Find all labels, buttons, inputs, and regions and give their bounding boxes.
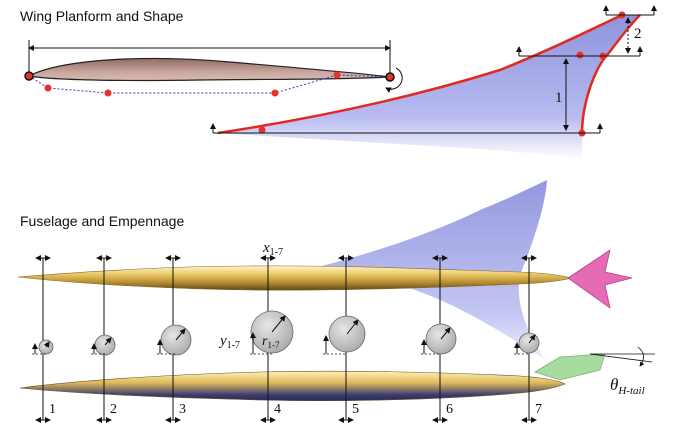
control-point: [24, 71, 34, 81]
station-number: 4: [274, 402, 281, 417]
control-point: [385, 72, 395, 82]
control-point: [44, 84, 52, 92]
control-point: [333, 71, 341, 79]
wing-planform-group: 1 2: [210, 5, 657, 160]
station-number: 7: [535, 402, 542, 417]
top-view-group: [17, 180, 633, 360]
control-point: [576, 51, 584, 59]
control-point: [258, 126, 266, 134]
span-label-2: 2: [634, 26, 642, 42]
fuselage-side-view: [19, 370, 566, 402]
radius-arrow: [440, 327, 451, 340]
htail-angle-arc: [637, 346, 645, 367]
station-number: 1: [49, 402, 56, 417]
horizontal-tail: [534, 353, 606, 381]
r-label: r1-7: [262, 334, 280, 350]
span-label-1: 1: [555, 90, 563, 106]
theta-label: θH-tail: [610, 375, 645, 397]
radius-arrow: [43, 341, 50, 348]
y-label: y1-7: [218, 333, 240, 351]
wing-planform: [218, 15, 640, 160]
airfoil-group: [24, 40, 403, 97]
twist-arrow: [385, 67, 403, 93]
x-label: x1-7: [262, 240, 283, 258]
station-number: 5: [352, 402, 359, 417]
station-number: 3: [179, 402, 186, 417]
stations-group: x1-7 y1-7 r1-7 1 2 3 4 5 6 7: [32, 240, 542, 423]
vertical-tail: [567, 249, 633, 309]
wing-section-title: Wing Planform and Shape: [20, 8, 184, 24]
radius-arrow: [346, 319, 359, 335]
control-point: [271, 89, 279, 97]
side-view-group: θH-tail: [19, 346, 655, 402]
station-number: 2: [110, 402, 117, 417]
station-number: 6: [446, 402, 453, 417]
radius-arrow: [175, 328, 186, 341]
htail-angle-line: [589, 353, 653, 363]
radius-arrow: [271, 315, 286, 333]
fuselage-section-title: Fuselage and Empennage: [20, 213, 185, 229]
radius-arrow: [104, 337, 112, 346]
control-point: [104, 89, 112, 97]
radius-arrow: [528, 334, 536, 344]
